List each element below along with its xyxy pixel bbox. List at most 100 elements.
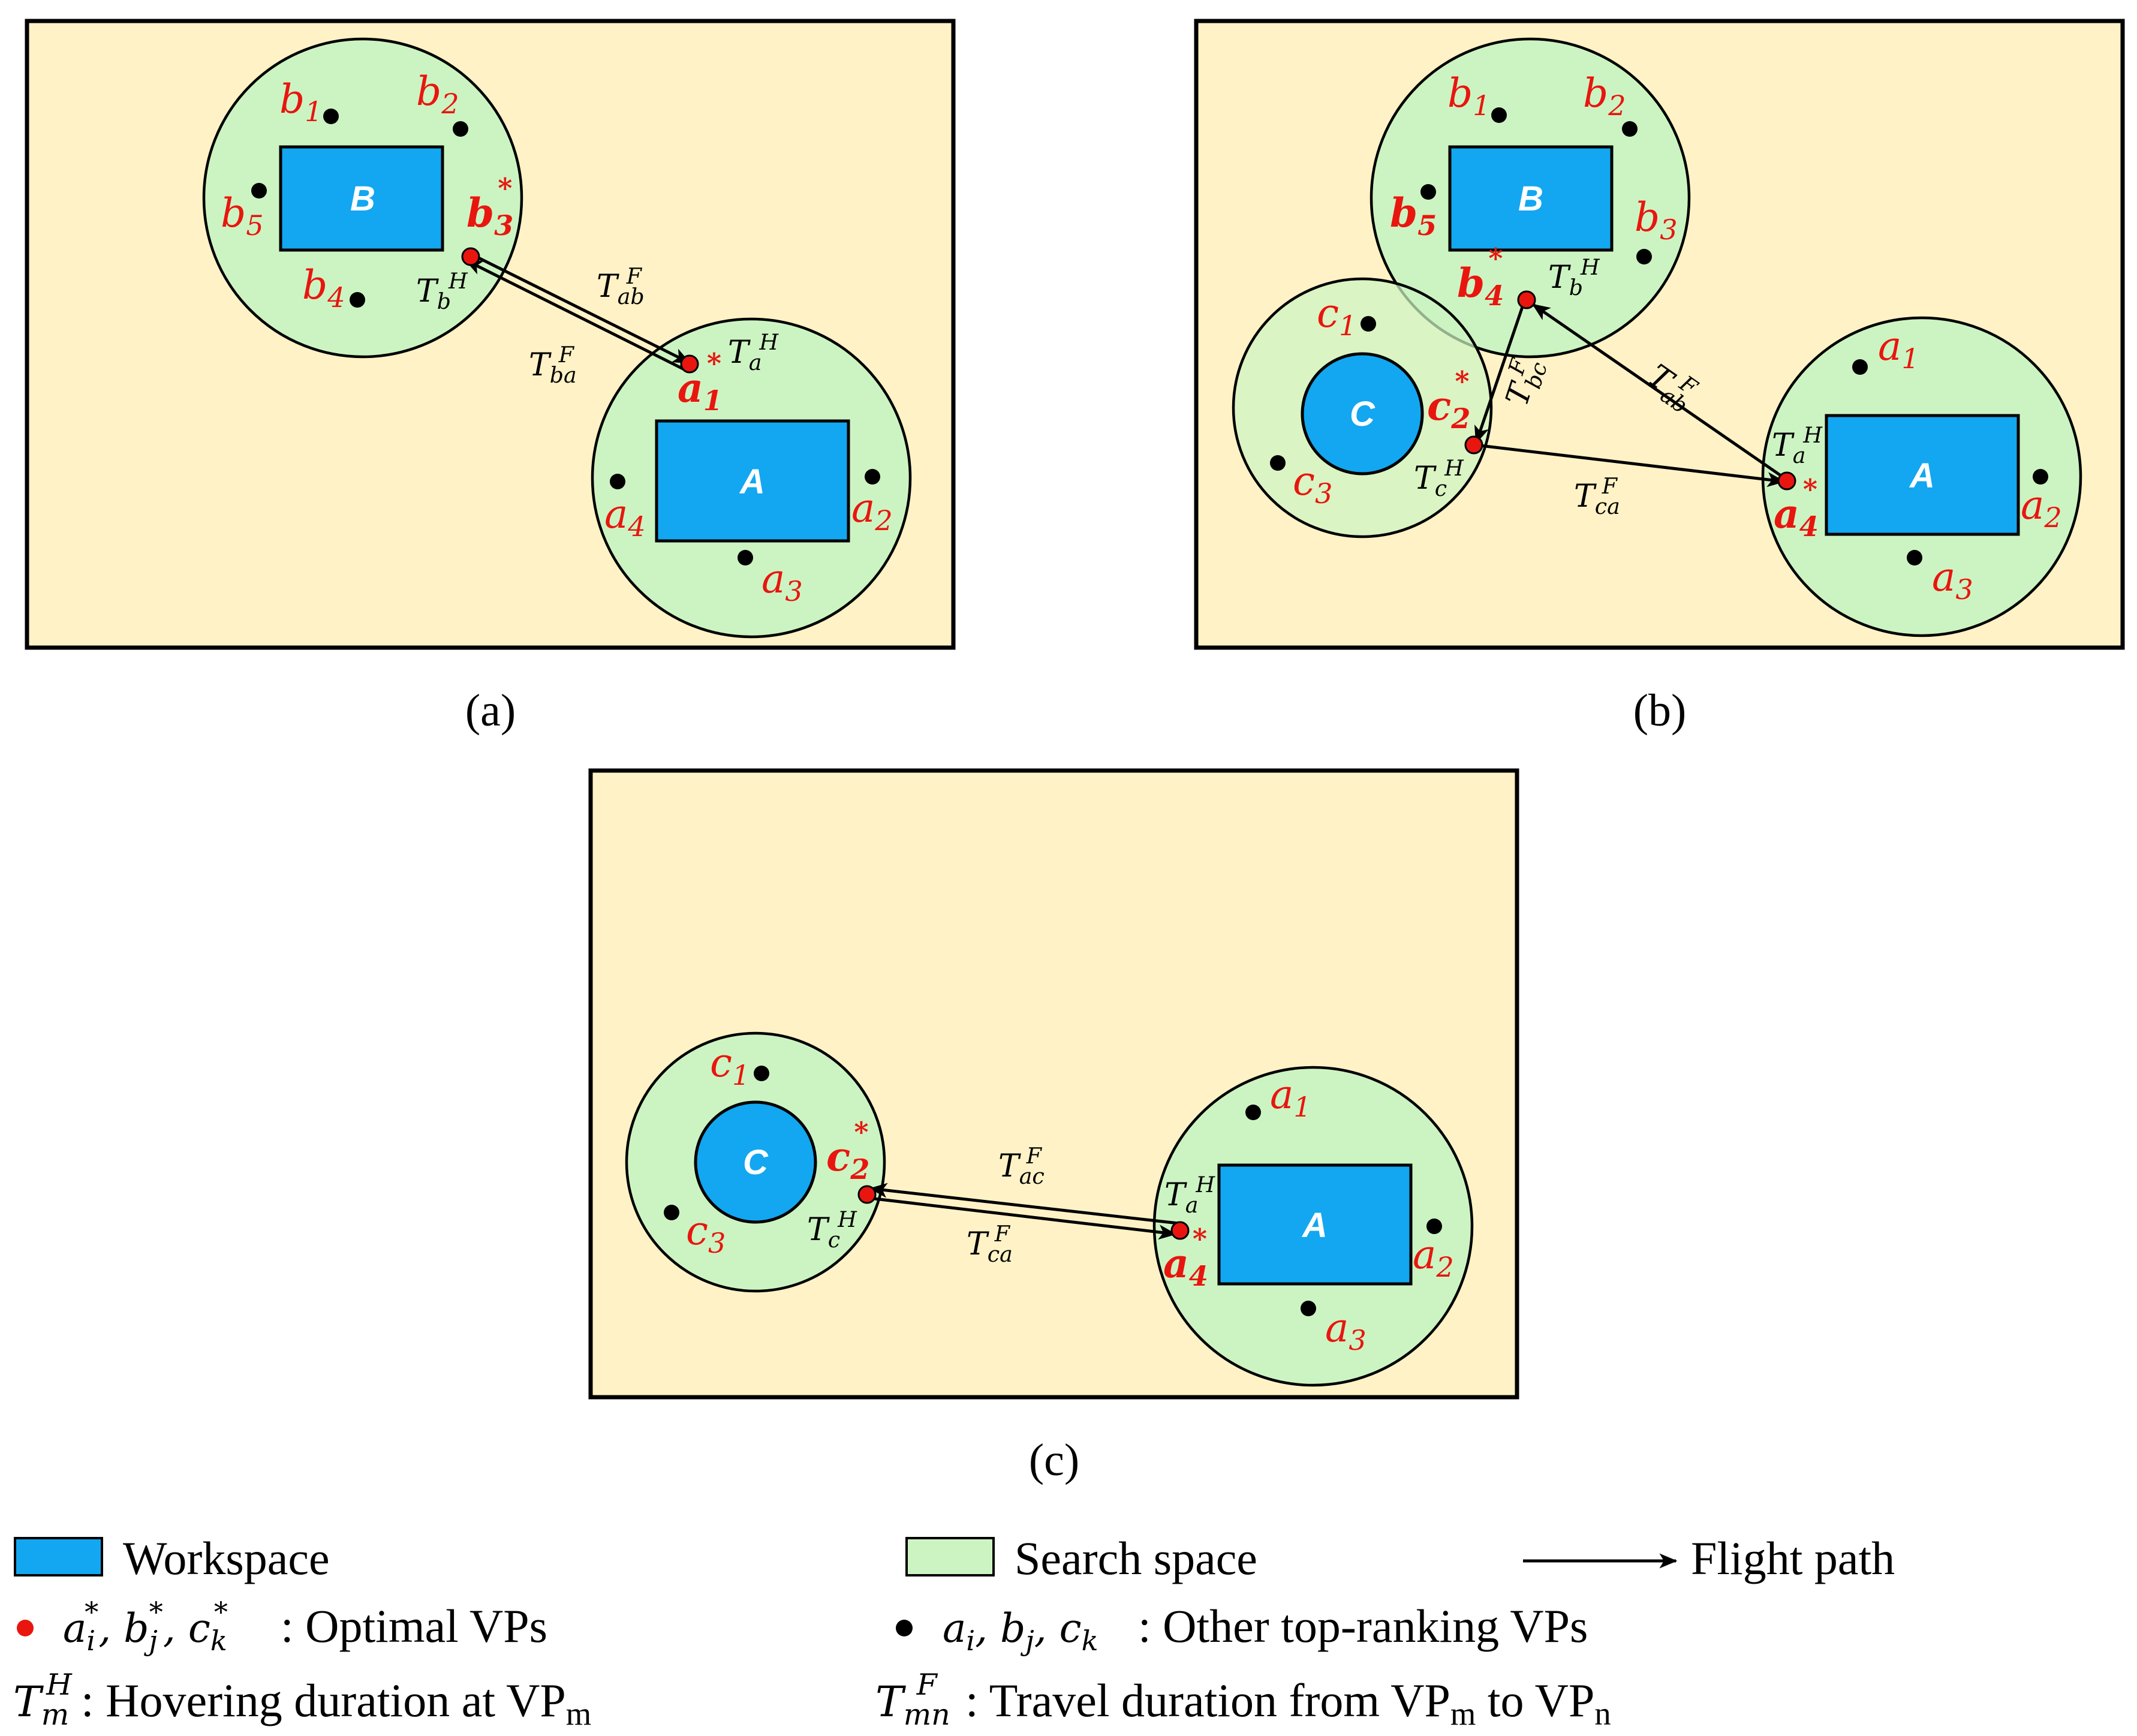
vp-dot-a1 — [1245, 1105, 1261, 1120]
vp-label-a2: a2 — [1413, 1232, 1454, 1283]
vp-dot-c3 — [1270, 455, 1286, 471]
vp-label-c2-optimal: c2* — [826, 1116, 869, 1186]
time-hover-b: TbH — [1548, 254, 1600, 300]
vp-label-a1: a1 — [1270, 1072, 1311, 1123]
legend-travel-symbol: TmnF — [875, 1668, 950, 1732]
time-hover-b: TbH — [416, 268, 468, 314]
workspace-label-b: B — [1518, 179, 1543, 218]
time-flight-ac: TacF — [998, 1143, 1045, 1189]
vp-label-a4-optimal: a4* — [1163, 1223, 1208, 1292]
vp-optimal-a4 — [1777, 471, 1796, 491]
legend-flight-path-label: Flight path — [1691, 1532, 1895, 1584]
panel-c: C A c1 c2* c3 a1 a4* a2 a3 TcH TaH TacF … — [588, 768, 1519, 1485]
workspace-label-a: A — [739, 462, 765, 501]
panel-a: B A b1 b2 b5 b4 b3* a1* a4 a2 a3 TbH TaH… — [25, 19, 956, 736]
vp-label-c3: c3 — [686, 1208, 726, 1259]
flight-path-ba — [472, 254, 691, 365]
legend: Workspace Search space Flight path ai*, … — [13, 1532, 1895, 1732]
vp-dot-a4 — [610, 474, 625, 489]
vp-dot-a3 — [1907, 550, 1922, 565]
flight-path-ca — [1474, 443, 1786, 488]
vp-dot-a3 — [738, 550, 753, 565]
vp-dot-b5 — [1420, 184, 1436, 200]
workspace-label-a: A — [1301, 1206, 1328, 1245]
vp-label-b5: b5 — [1390, 189, 1437, 242]
vp-optimal-c2 — [857, 1185, 877, 1204]
caption-a: (a) — [465, 685, 516, 736]
vp-label-b3-optimal: b3* — [466, 172, 513, 242]
vp-optimal-a4 — [1170, 1221, 1190, 1240]
vp-label-b3: b3 — [1635, 194, 1678, 246]
vp-dot-b3 — [1636, 249, 1652, 264]
vp-label-c3: c3 — [1293, 458, 1332, 510]
workspace-a — [1825, 414, 2020, 536]
workspace-label-c: C — [743, 1143, 769, 1182]
legend-search-space-swatch — [905, 1537, 995, 1576]
vp-dot-c1 — [754, 1066, 769, 1081]
legend-search-space-label: Search space — [1015, 1532, 1257, 1584]
vp-optimal-c2 — [1464, 435, 1483, 455]
legend-hover-label: : Hovering duration at VPm — [81, 1674, 591, 1732]
vp-dot-a1 — [1852, 359, 1868, 375]
vp-dot-b1 — [323, 109, 339, 124]
legend-optimal-vp-label: : Optimal VPs — [281, 1600, 547, 1652]
vp-label-c1: c1 — [1317, 290, 1356, 342]
vp-label-a3: a3 — [762, 556, 803, 607]
workspace-a — [655, 419, 850, 543]
workspace-label-a: A — [1909, 456, 1935, 495]
workspace-b — [1448, 145, 1614, 252]
time-hover-c: TcH — [807, 1207, 857, 1253]
flight-path-ca — [869, 1196, 1177, 1240]
vp-label-b1: b1 — [279, 76, 323, 128]
legend-travel-label: : Travel duration from VPm to VPn — [965, 1674, 1611, 1732]
vp-label-a3: a3 — [1932, 554, 1973, 606]
vp-dot-b4 — [350, 292, 365, 308]
vp-label-a1: a1 — [1878, 323, 1919, 375]
vp-label-a4-optimal: a4* — [1774, 473, 1819, 543]
legend-workspace-label: Workspace — [123, 1532, 330, 1584]
vp-label-c1: c1 — [710, 1040, 750, 1091]
time-hover-a: TaH — [728, 329, 779, 375]
legend-workspace-swatch — [14, 1537, 103, 1576]
vp-label-b5: b5 — [221, 190, 264, 242]
vp-dot-b2 — [1622, 121, 1638, 137]
legend-other-vp-label: : Other top-ranking VPs — [1138, 1600, 1588, 1652]
workspace-label-b: B — [350, 179, 375, 218]
vp-label-b2: b2 — [1583, 70, 1626, 122]
time-flight-ca: TcaF — [1574, 473, 1620, 519]
flight-path-bc — [1474, 299, 1527, 444]
flight-path-ab — [464, 258, 688, 372]
vp-label-c2-optimal: c2* — [1427, 365, 1470, 435]
vp-label-b1: b1 — [1447, 70, 1491, 122]
vp-dot-c3 — [664, 1205, 679, 1220]
time-flight-ca: TcaF — [967, 1221, 1013, 1267]
vp-label-a2: a2 — [851, 485, 893, 537]
legend-hover-symbol: TmH — [13, 1668, 73, 1732]
vp-label-a2: a2 — [2021, 482, 2062, 534]
legend-optimal-vp-symbols: ai*, bj*, ck* — [63, 1596, 228, 1657]
vp-dot-a3 — [1301, 1301, 1316, 1316]
legend-other-vp-symbols: ai, bj, ck — [943, 1605, 1098, 1657]
vp-label-b4-optimal: b4* — [1457, 242, 1504, 312]
vp-optimal-b3 — [461, 247, 480, 266]
time-hover-a: TaH — [1164, 1172, 1215, 1218]
workspace-a — [1217, 1163, 1413, 1286]
vp-dot-c1 — [1361, 316, 1376, 332]
legend-optimal-vp-marker — [17, 1620, 34, 1636]
workspace-label-c: C — [1350, 395, 1375, 434]
workspace-c — [694, 1100, 817, 1224]
vp-dot-b1 — [1491, 107, 1507, 123]
vp-dot-b2 — [453, 121, 468, 137]
flight-path-ac — [869, 1183, 1179, 1225]
legend-other-vp-marker — [896, 1620, 913, 1636]
flight-path-ab — [1531, 303, 1788, 482]
time-hover-a: TaH — [1772, 422, 1823, 468]
time-flight-ba: TbaF — [529, 342, 577, 388]
caption-c: (c) — [1029, 1435, 1079, 1485]
vp-label-a3: a3 — [1325, 1305, 1367, 1356]
caption-b: (b) — [1633, 685, 1687, 736]
vp-dot-a2 — [1426, 1218, 1442, 1234]
vp-label-b4: b4 — [302, 262, 345, 314]
vp-label-a4: a4 — [604, 491, 646, 543]
